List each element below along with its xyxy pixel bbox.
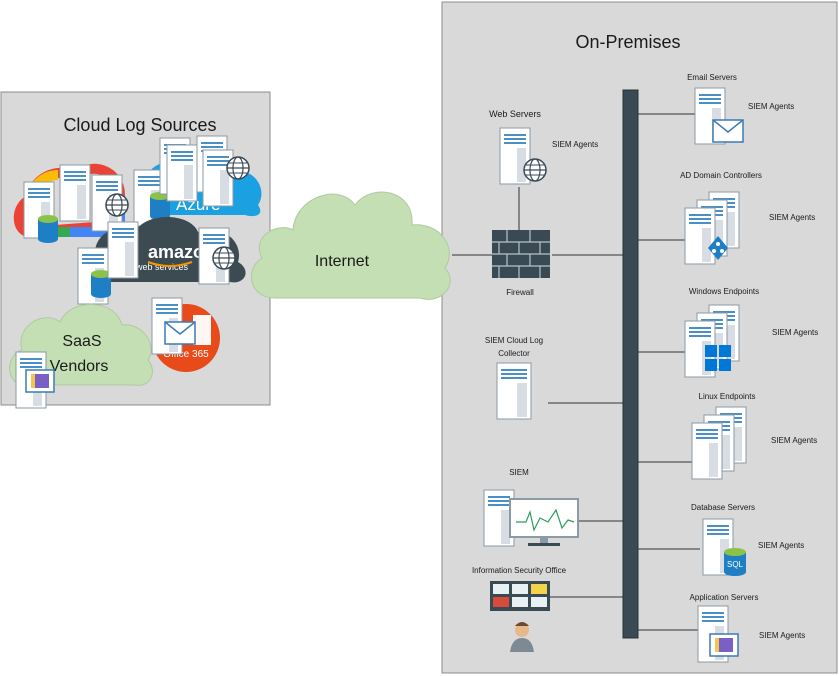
app-servers-label: Application Servers	[690, 593, 759, 602]
linux-label: Linux Endpoints	[699, 392, 756, 401]
ad-directory-icon	[708, 236, 728, 260]
internet-cloud	[251, 191, 451, 300]
windows-label: Windows Endpoints	[689, 287, 759, 296]
database-label: Database Servers	[691, 503, 755, 512]
security-wall-icon	[490, 581, 550, 611]
web-servers-agents: SIEM Agents	[552, 140, 598, 149]
database-agents: SIEM Agents	[758, 541, 804, 550]
collector-label-line2: Collector	[498, 349, 530, 358]
globe-icon	[105, 193, 129, 217]
app-window-icon	[25, 369, 55, 393]
firewall-icon	[492, 230, 550, 278]
database-icon	[38, 215, 58, 243]
cloud-title: Cloud Log Sources	[63, 115, 216, 135]
ad-label: AD Domain Controllers	[680, 171, 762, 180]
office365-label: Office 365	[163, 349, 209, 360]
iso-label: Information Security Office	[472, 566, 567, 575]
globe-icon	[523, 158, 547, 182]
email-agents: SIEM Agents	[748, 102, 794, 111]
sql-badge-label: SQL	[727, 560, 744, 569]
web-servers-label: Web Servers	[489, 109, 541, 119]
aws-wordmark: amazon	[148, 242, 215, 262]
onprem-title: On-Premises	[575, 32, 680, 52]
network-backbone	[622, 89, 639, 639]
gcp-server-icon	[59, 164, 91, 222]
mail-icon	[164, 321, 196, 345]
azure-server-icon	[202, 149, 234, 207]
sql-database-icon: SQL	[724, 548, 746, 576]
aws-subtitle: web services	[135, 262, 189, 272]
windows-agents: SIEM Agents	[772, 328, 818, 337]
collector-server-icon	[496, 362, 532, 420]
office-logo-icon	[193, 315, 211, 345]
globe-icon	[226, 156, 250, 180]
email-servers-label: Email Servers	[687, 73, 737, 82]
siem-monitor-icon	[509, 498, 579, 546]
collector-label-line1: SIEM Cloud Log	[485, 336, 543, 345]
siem-label: SIEM	[509, 468, 529, 477]
internet-label: Internet	[315, 253, 370, 270]
aws-server-icon	[107, 221, 139, 279]
backbone-links	[518, 113, 700, 631]
ad-agents: SIEM Agents	[769, 213, 815, 222]
app-window-icon	[709, 633, 739, 657]
globe-icon	[212, 246, 236, 270]
windows-logo-icon	[705, 345, 731, 371]
analyst-icon	[510, 622, 534, 652]
saas-label-line1: SaaS	[62, 333, 101, 350]
firewall-label: Firewall	[506, 288, 534, 297]
app-agents: SIEM Agents	[759, 631, 805, 640]
linux-agents: SIEM Agents	[771, 436, 817, 445]
azure-server-icon	[166, 144, 198, 202]
mail-icon	[712, 119, 744, 143]
saas-label-line2: Vendors	[50, 358, 109, 375]
aws-smile-icon	[147, 261, 193, 267]
